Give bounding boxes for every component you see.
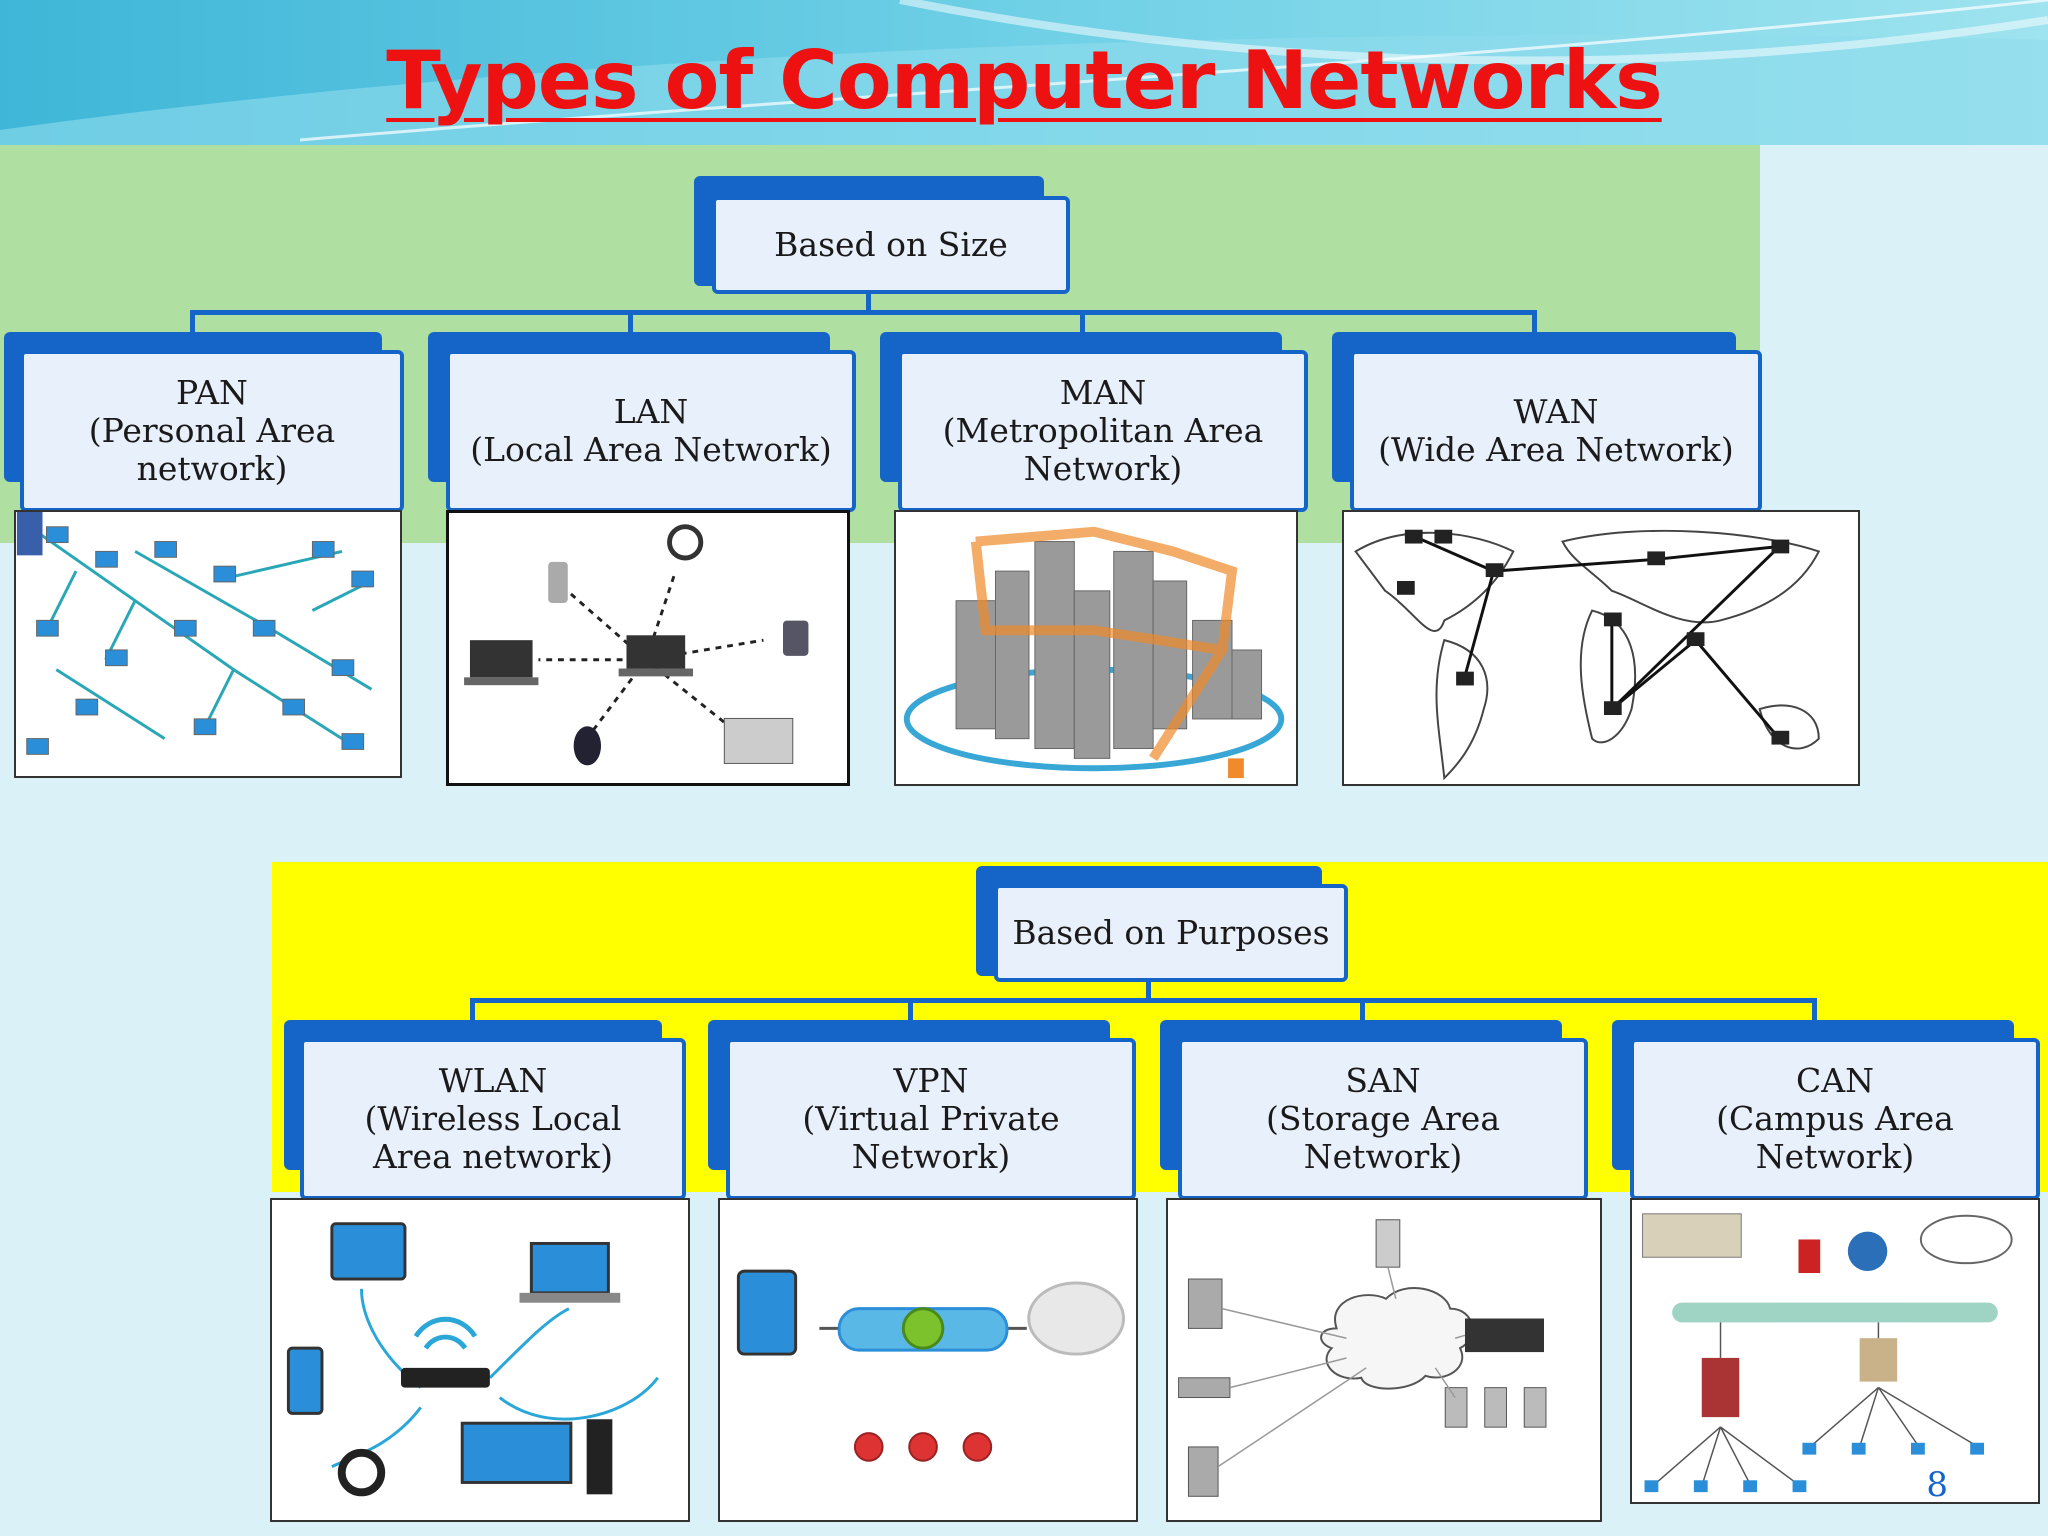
header-wave-decoration <box>0 0 2048 145</box>
man-node: MAN (Metropolitan Area Network) <box>898 350 1308 512</box>
page-number: 8 <box>1926 1465 1948 1505</box>
wlan-node: WLAN (Wireless Local Area network) <box>300 1038 686 1200</box>
size-root-node: Based on Size <box>712 196 1070 294</box>
size-root-label: Based on Size <box>774 225 1008 264</box>
lan-devices-picture <box>446 510 850 786</box>
lan-description: (Local Area Network) <box>470 430 832 469</box>
san-description: (Storage Area Network) <box>1265 1099 1500 1176</box>
size-root-connector <box>866 294 871 312</box>
size-branch-pan <box>190 310 195 340</box>
wan-world-map-picture <box>1342 510 1860 786</box>
vpn-node: VPN (Virtual Private Network) <box>726 1038 1136 1200</box>
wlan-description: (Wireless Local Area network) <box>364 1099 622 1176</box>
wlan-title: WLAN <box>438 1061 548 1100</box>
lan-node: LAN (Local Area Network) <box>446 350 856 512</box>
man-title: MAN <box>1059 373 1147 412</box>
purpose-branch-line <box>470 998 1817 1003</box>
size-branch-wan <box>1532 310 1537 340</box>
purpose-root-node: Based on Purposes <box>994 884 1348 982</box>
can-description: (Campus Area Network) <box>1716 1099 1954 1176</box>
san-storage-picture <box>1166 1198 1602 1522</box>
wan-description: (Wide Area Network) <box>1378 430 1734 469</box>
wan-node: WAN (Wide Area Network) <box>1350 350 1762 512</box>
can-title: CAN <box>1796 1061 1874 1100</box>
pan-description: (Personal Area network) <box>88 411 336 488</box>
man-city-picture <box>894 510 1298 786</box>
can-campus-picture <box>1630 1198 2040 1504</box>
size-branch-line <box>190 310 1537 315</box>
san-title: SAN <box>1345 1061 1421 1100</box>
purpose-branch-can <box>1812 998 1817 1026</box>
wan-title: WAN <box>1513 392 1599 431</box>
pan-network-picture <box>14 510 402 778</box>
lan-title: LAN <box>613 392 689 431</box>
size-branch-lan <box>628 310 633 340</box>
slide-title: Types of Computer Networks <box>386 34 1662 127</box>
purpose-branch-san <box>1360 998 1365 1026</box>
vpn-tunnel-picture <box>718 1198 1138 1522</box>
wlan-devices-picture <box>270 1198 690 1522</box>
pan-node: PAN (Personal Area network) <box>20 350 404 512</box>
vpn-title: VPN <box>893 1061 969 1100</box>
vpn-description: (Virtual Private Network) <box>802 1099 1060 1176</box>
can-node: CAN (Campus Area Network) <box>1630 1038 2040 1200</box>
man-description: (Metropolitan Area Network) <box>942 411 1264 488</box>
purpose-branch-wlan <box>470 998 475 1026</box>
san-node: SAN (Storage Area Network) <box>1178 1038 1588 1200</box>
purpose-branch-vpn <box>908 998 913 1026</box>
size-branch-man <box>1080 310 1085 340</box>
pan-title: PAN <box>176 373 248 412</box>
purpose-root-connector <box>1146 982 1151 1000</box>
purpose-root-label: Based on Purposes <box>1012 913 1330 952</box>
